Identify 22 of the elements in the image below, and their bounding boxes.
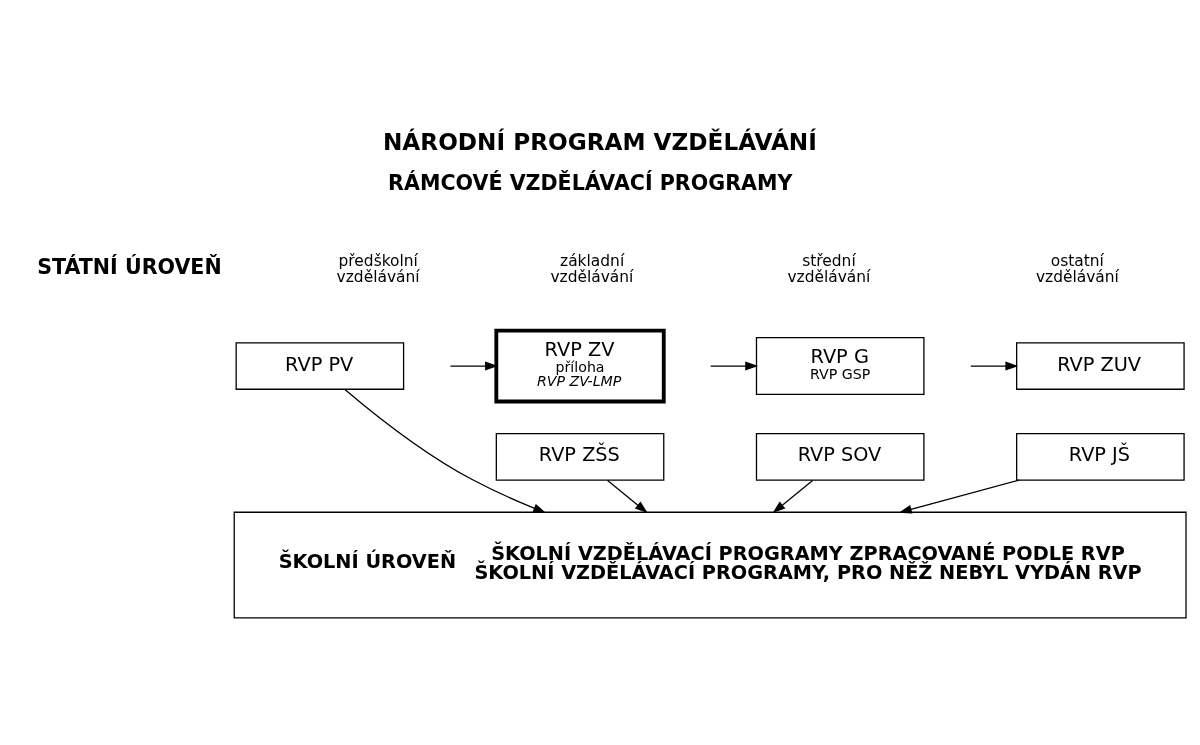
node-box: RVP SOV: [755, 433, 925, 481]
node-box: RVP PV: [235, 342, 405, 390]
node-box: RVP ZUV: [1016, 342, 1185, 390]
diagram-title: NÁRODNÍ PROGRAM VZDĚLÁVÁNÍ: [382, 127, 817, 155]
label: předškolní vzdělávání: [336, 251, 420, 287]
label: ostatní vzdělávání: [1035, 251, 1119, 287]
label: základní vzdělávání: [550, 251, 634, 287]
node-box: ŠKOLNÍ ÚROVEŇ ŠKOLNÍ VZDĚLÁVACÍ PROGRAMY ZPRACOVANÉ PODLE RVP ŠKOLNÍ VZDĚLÁVACÍ PROGRAMY, PRO NĚŽ NEBYL VYDÁN RVP: [233, 511, 1187, 619]
label: RÁMCOVÉ VZDĚLÁVACÍ PROGRAMY: [388, 171, 793, 195]
label: střední vzdělávání: [787, 251, 871, 287]
arrow: [970, 361, 1019, 371]
arrow: [709, 361, 759, 371]
node-box: RVP G RVP GSP: [755, 337, 925, 396]
node-box: RVP ZŠS: [495, 433, 665, 481]
arrow: [344, 388, 547, 513]
arrow: [898, 479, 1020, 514]
arrow: [606, 479, 648, 514]
label: STÁTNÍ ÚROVEŇ: [37, 254, 222, 279]
node-box: RVP JŠ: [1016, 433, 1185, 481]
arrow: [772, 479, 814, 514]
arrow: [449, 361, 498, 371]
node-box: RVP ZV příloha RVP ZV-LMP: [494, 328, 666, 404]
